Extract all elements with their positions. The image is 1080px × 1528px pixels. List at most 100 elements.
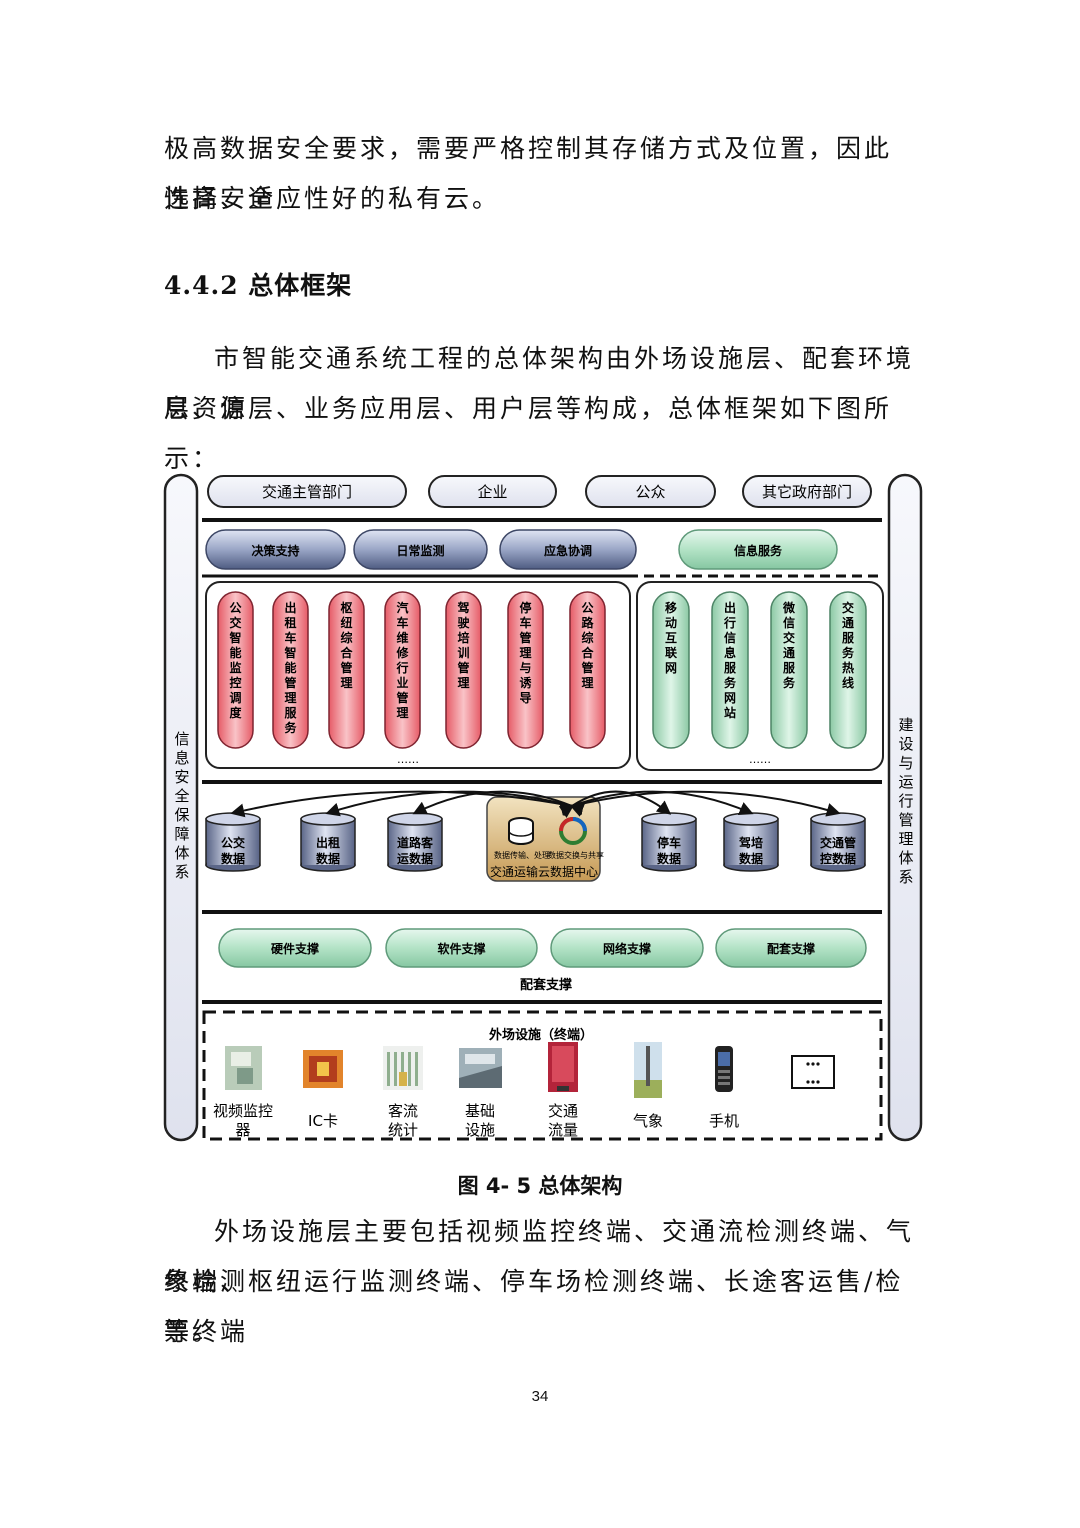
paragraph-3-line-3: 等。 [164,1317,221,1346]
support-label: 软件支撑 [437,941,485,956]
database-label-line2: 运数据 [397,851,433,866]
database-label-line2: 数据 [316,851,340,866]
app-label: 公路综合管理 [581,601,594,690]
database-label-line1: 道路客 [397,835,434,850]
service-label: 信息服务 [734,543,783,558]
support-2: 软件支撑 [385,928,538,968]
user-4: 其它政府部门 [742,475,872,508]
database-label-line1: 驾培 [738,835,763,850]
support-label: 硬件支撑 [271,941,319,956]
more-devices-icon [791,1055,835,1089]
device-label-line2: 流量 [548,1121,578,1139]
database-label-line1: 交通管 [820,835,856,850]
device-image-icon [715,1046,733,1092]
app-red-4: 汽车维修行业管理 [384,591,421,749]
database-label-line2: 数据 [221,851,245,866]
management-pillar [887,473,923,1142]
app-label: 交通服务热线 [842,600,855,690]
user-1: 交通主管部门 [207,475,407,508]
support-3: 网络支撑 [550,928,704,968]
data-flow-arrow [230,790,585,818]
app-green-4: 交通服务热线 [829,591,867,749]
app-label: 驾驶培训管理 [456,600,469,690]
app-red-6: 停车管理与诱导 [507,591,544,749]
service-4: 信息服务 [678,529,838,570]
data-flow-arrow [559,790,841,817]
user-label: 企业 [477,483,507,501]
support-4: 配套支撑 [715,928,867,968]
app-label: 出租车智能管理服务 [283,600,297,735]
database-label-line2: 数据 [739,851,763,866]
field-title: 外场设施（终端） [488,1027,593,1043]
database-label-line2: 控数据 [820,851,856,866]
app-green-3: 微信交通服务 [770,591,808,749]
service-label: 应急协调 [544,543,592,558]
device-label-line1: 视频监控 [213,1102,273,1120]
app-green-1: 移动互联网 [652,591,690,749]
data-flow-arrow [325,790,585,817]
app-red-5: 驾驶培训管理 [445,591,482,749]
device-label: IC卡 [308,1112,338,1130]
user-label: 交通主管部门 [262,483,352,501]
device-image-icon [303,1050,343,1088]
device-image-icon [634,1042,662,1098]
management-pillar-text: 建设与运行管理体系 [898,716,913,886]
device-label-line1: 基础 [465,1102,495,1120]
app-red-3: 枢纽综合管理 [328,591,365,749]
device-6: 气象 [633,1042,663,1130]
app-label: 出行信息服务网站 [723,600,737,720]
service-label: 决策支持 [251,543,299,558]
figure-caption: 图 4- 5 总体架构 [457,1174,623,1198]
ellipsis-red: …… [397,753,419,766]
app-label: 枢纽综合管理 [340,600,353,690]
device-7: 手机 [709,1046,739,1130]
service-1: 决策支持 [205,529,346,570]
app-label: 停车管理与诱导 [519,600,532,705]
device-label: 气象 [633,1112,663,1130]
service-2: 日常监测 [353,529,488,570]
app-label: 公交智能监控调度 [228,601,242,720]
app-red-7: 公路综合管理 [569,591,606,749]
data-center-sub2: 数据交换与共享 [548,850,604,860]
security-pillar-label: 信息安全保障体系 [174,730,189,881]
app-label: 汽车维修行业管理 [395,600,409,720]
page-number: 34 [531,1388,549,1405]
management-pillar-label: 建设与运行管理体系 [898,716,913,886]
app-red-2: 出租车智能管理服务 [272,591,309,749]
paragraph-2-line-2: 息资源层、业务应用层、用户层等构成，总体框架如下图所示： [164,394,893,473]
service-3: 应急协调 [499,529,637,570]
support-1: 硬件支撑 [218,928,372,968]
device-image-icon [459,1048,502,1088]
user-label: 公众 [635,483,665,501]
user-3: 公众 [585,475,716,508]
paragraph-3-line-2: 终端、枢纽运行监测终端、停车场检测终端、长途客运售/检票终端 [164,1267,904,1346]
database-label-line2: 数据 [657,851,681,866]
device-label-line2: 设施 [465,1121,495,1139]
device-image-icon [225,1046,262,1090]
user-label: 其它政府部门 [762,483,852,501]
database-icon [508,817,534,845]
device-image-icon [548,1042,578,1092]
security-pillar-text: 信息安全保障体系 [174,730,189,881]
device-label-line2: 器 [235,1121,250,1139]
device-2: IC卡 [303,1050,343,1130]
app-green-2: 出行信息服务网站 [711,591,749,749]
paragraph-1-line-1: 极高数据安全要求，需要严格控制其存储方式及位置，因此选择安全 [164,134,893,213]
sync-icon [559,817,587,845]
device-label-line1: 客流 [388,1102,418,1120]
database-label-line1: 出租 [316,835,340,850]
paragraph-3-line-1: 外场设施层主要包括视频监控终端、交通流检测终端、气象检测 [164,1217,915,1296]
data-center: 数据传输、处理 数据交换与共享 交通运输云数据中心 [486,796,604,882]
device-label-line1: 交通 [548,1102,578,1120]
device-image-icon [383,1046,423,1090]
paragraph-2-line-1: 市智能交通系统工程的总体架构由外场设施层、配套环境层、信 [164,344,915,423]
